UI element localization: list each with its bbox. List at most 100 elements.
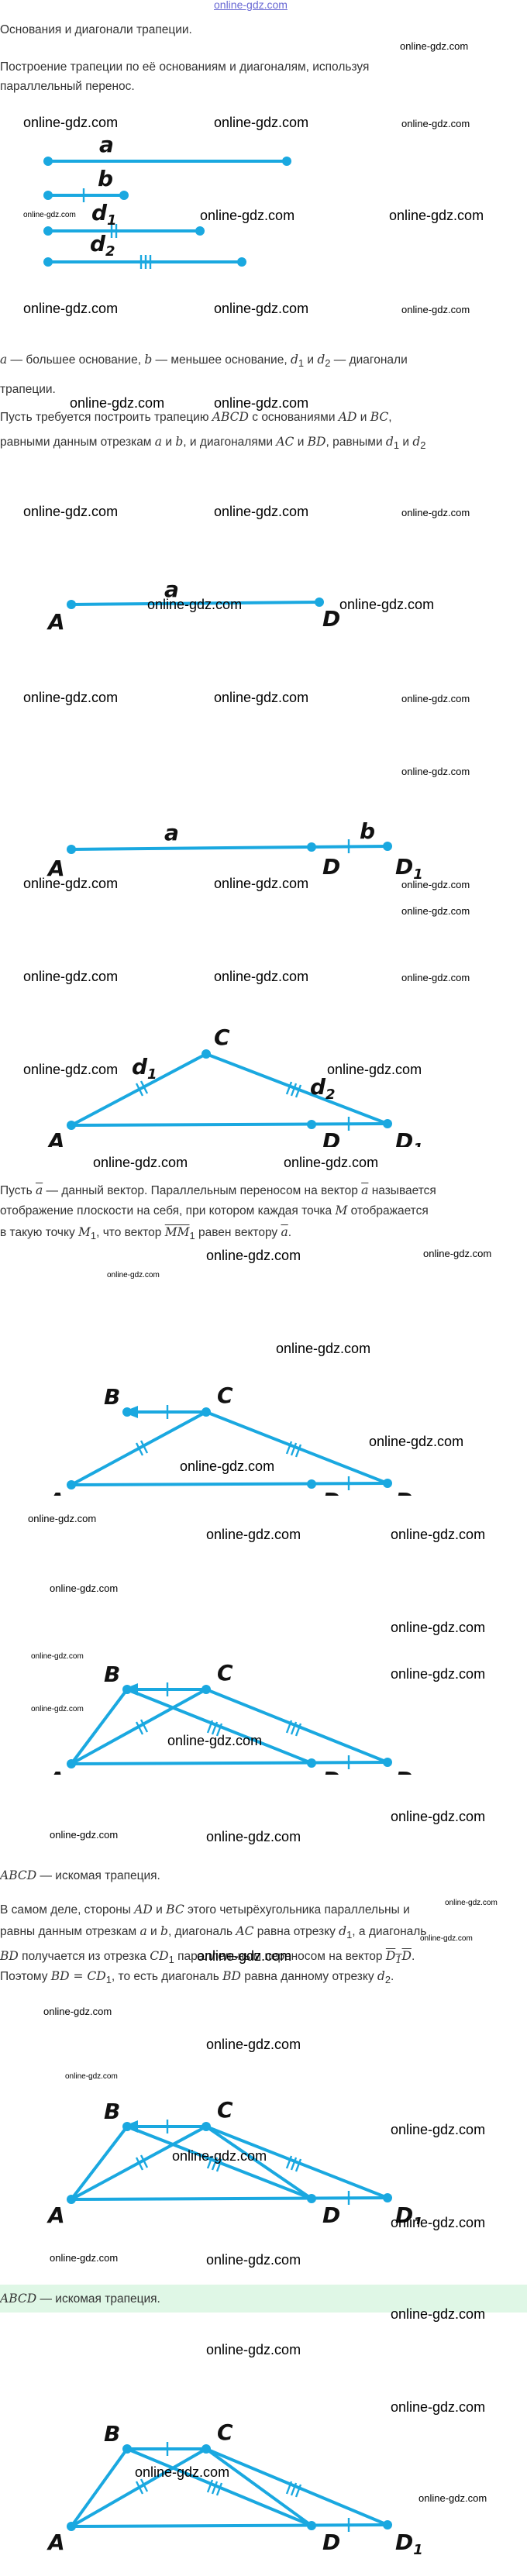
label-a: a	[99, 132, 114, 157]
watermark: online-gdz.com	[23, 301, 119, 316]
label-b: b	[98, 166, 113, 191]
legend-line2: трапеции.	[0, 383, 56, 396]
figure-trapezoid-diagonals: B C A D D1	[46, 1660, 423, 1775]
watermark: online-gdz.com	[50, 2252, 119, 2264]
svg-text:A: A	[46, 2202, 65, 2224]
label-d1: d1	[91, 200, 117, 229]
task-line1: Пусть требуется построить трапецию ABCD …	[0, 410, 392, 424]
figure-segment-ad: a A D	[46, 577, 340, 635]
translation-line1: Пусть a — данный вектор. Параллельным пе…	[0, 1183, 436, 1197]
watermark: online-gdz.com	[214, 969, 309, 984]
svg-text:B: B	[104, 1662, 120, 1687]
watermark: online-gdz.com	[214, 690, 309, 705]
watermark: online-gdz.com	[401, 879, 470, 890]
watermark: online-gdz.com	[107, 1271, 160, 1279]
watermark: online-gdz.com	[23, 876, 119, 891]
watermark: online-gdz.com	[31, 1705, 84, 1713]
intro-line2: параллельный перенос.	[0, 80, 135, 93]
watermark: online-gdz.com	[206, 2252, 301, 2268]
watermark: online-gdz.com	[23, 211, 76, 219]
watermark: online-gdz.com	[31, 1652, 84, 1661]
watermark: online-gdz.com	[93, 1155, 188, 1170]
watermark: online-gdz.com	[276, 1341, 371, 1356]
svg-text:A: A	[46, 1767, 65, 1775]
svg-text:D1: D1	[395, 2202, 423, 2224]
svg-text:D1: D1	[395, 1128, 423, 1147]
figure-segment-ad1: a b A D D1	[46, 818, 423, 883]
label-d1: d1	[132, 1054, 157, 1083]
watermark: online-gdz.com	[401, 118, 470, 129]
watermark: online-gdz.com	[401, 766, 470, 777]
svg-text:D: D	[322, 1128, 340, 1147]
watermark: online-gdz.com	[401, 905, 470, 917]
watermark: online-gdz.com	[391, 1666, 486, 1682]
watermark: online-gdz.com	[401, 693, 470, 704]
svg-text:B: B	[104, 2421, 120, 2447]
watermark: online-gdz.com	[135, 2464, 230, 2480]
label-A: A	[46, 609, 65, 635]
label-D1: D1	[395, 854, 423, 883]
watermark: online-gdz.com	[214, 301, 309, 316]
watermark: online-gdz.com	[65, 2072, 118, 2081]
watermark: online-gdz.com	[423, 1248, 492, 1259]
watermark: online-gdz.com	[391, 1620, 486, 1635]
svg-text:b: b	[360, 818, 375, 844]
watermark: online-gdz.com	[197, 1948, 292, 1964]
watermark: online-gdz.com	[214, 876, 309, 891]
watermark: online-gdz.com	[369, 1434, 464, 1449]
watermark: online-gdz.com	[206, 1248, 301, 1263]
watermark: online-gdz.com	[172, 2148, 267, 2164]
svg-text:a: a	[164, 820, 179, 845]
watermark: online-gdz.com	[327, 1062, 422, 1077]
svg-text:D: D	[322, 2530, 340, 2555]
svg-text:B: B	[104, 1384, 120, 1410]
watermark: online-gdz.com	[339, 597, 435, 612]
proof-line3: BD получается из отрезка CD1 параллельны…	[0, 1949, 415, 1967]
result-2: ABCD — искомая трапеция.	[0, 2292, 160, 2306]
label-d2: d2	[90, 231, 115, 260]
svg-text:D: D	[322, 1488, 340, 1496]
watermark: online-gdz.com	[206, 1527, 301, 1542]
watermark: online-gdz.com	[445, 1899, 498, 1907]
result-highlight	[0, 2285, 527, 2313]
figure-trapezoid-final: B C A D D1	[46, 2419, 423, 2557]
svg-text:D1: D1	[395, 1767, 423, 1775]
watermark: online-gdz.com	[43, 2006, 112, 2017]
svg-text:C: C	[217, 1383, 233, 1408]
watermark: online-gdz.com	[206, 2342, 301, 2357]
watermark: online-gdz.com	[418, 2492, 487, 2504]
watermark: online-gdz.com	[391, 2306, 486, 2322]
svg-text:C: C	[217, 2419, 233, 2445]
svg-text:B: B	[104, 2099, 120, 2124]
watermark: online-gdz.com	[200, 208, 295, 223]
watermark: online-gdz.com	[214, 504, 309, 519]
watermark: online-gdz.com	[50, 1829, 119, 1841]
watermark: online-gdz.com	[401, 304, 470, 315]
svg-text:C: C	[217, 1660, 233, 1686]
watermark: online-gdz.com	[28, 1513, 97, 1524]
watermark: online-gdz.com	[391, 1527, 486, 1542]
site-link[interactable]: online-gdz.com	[214, 0, 288, 11]
watermark: online-gdz.com	[214, 395, 309, 411]
svg-text:D: D	[322, 854, 340, 880]
watermark: online-gdz.com	[23, 504, 119, 519]
legend-line1: a — большее основание, b — меньшее основ…	[0, 353, 408, 370]
figure-translation-bc: B C A D D1	[46, 1383, 413, 1496]
translation-line3: в такую точку M1, что вектор MM1 равен в…	[0, 1225, 292, 1242]
watermark: online-gdz.com	[389, 208, 484, 223]
watermark: online-gdz.com	[401, 972, 470, 983]
watermark: online-gdz.com	[70, 395, 165, 411]
figure-triangle-acd1: d1 d2 C A D D1	[46, 1025, 423, 1147]
svg-text:A: A	[46, 856, 65, 881]
watermark: online-gdz.com	[401, 507, 470, 518]
segment-ad	[70, 601, 321, 606]
intro-title: Основания и диагонали трапеции.	[0, 23, 192, 36]
svg-text:a: a	[164, 577, 179, 602]
figure-given-segments: a b d1 d2	[43, 132, 291, 269]
svg-text:A: A	[46, 1128, 65, 1147]
watermark: online-gdz.com	[206, 2037, 301, 2052]
intro-line1: Построение трапеции по её основаниям и д…	[0, 60, 370, 74]
watermark: online-gdz.com	[50, 1582, 119, 1594]
svg-text:D1: D1	[395, 2530, 423, 2557]
svg-text:D: D	[322, 1767, 340, 1775]
